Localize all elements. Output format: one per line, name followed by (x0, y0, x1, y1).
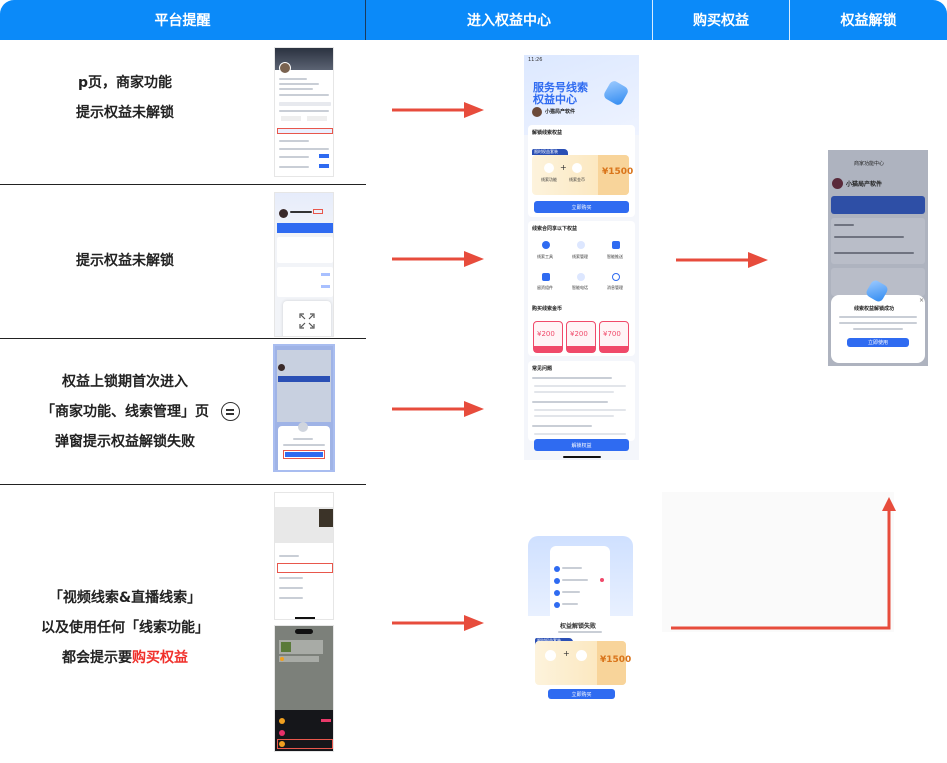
unlock-success-screen: 商家功能中心 小猫局产软件 × 线索权益解锁成功 立即使用 (828, 150, 928, 366)
row4-line3-prefix: 都会提示要 (62, 650, 132, 666)
popup-buy-button[interactable]: 立即购买 (548, 689, 615, 699)
arrow-right-icon (392, 401, 484, 417)
row4-line3: 都会提示要购买权益 (0, 643, 250, 673)
row4-line1: 「视频线索&直播线索」 (48, 590, 202, 606)
bundle-item1: 线索功能 (541, 177, 557, 182)
bundle-item2: 线索金币 (569, 177, 585, 182)
highlight-box (277, 739, 333, 749)
highlight-box (313, 209, 323, 214)
row2-text: 提示权益未解锁 (0, 246, 250, 276)
feature-3: 智能推送 (607, 254, 623, 259)
coupon-1[interactable]: ¥200 (533, 321, 563, 353)
row3-line3: 弹窗提示权益解锁失败 (55, 434, 195, 450)
use-now-button[interactable]: 立即使用 (847, 338, 909, 347)
expand-icon (299, 313, 315, 329)
row4-line2: 以及使用任何「线索功能」 (41, 620, 209, 636)
arrow-up-turn-icon (671, 497, 896, 630)
table-header: 平台提醒 进入权益中心 购买权益 权益解锁 (0, 0, 947, 40)
expand-button[interactable] (283, 301, 331, 336)
feature-4: 留资组件 (537, 285, 553, 290)
section-faq-title: 常见问题 (532, 366, 553, 372)
bundle-tag: 限时权益套装 (534, 149, 558, 154)
row3-line1: 权益上锁期首次进入 (62, 374, 188, 390)
section-unlock-title: 解锁线索权益 (532, 130, 563, 136)
coupon-3[interactable]: ¥700 (599, 321, 629, 353)
section-coins-title: 购买线索金币 (532, 306, 563, 312)
feature-6: 消息管理 (607, 285, 623, 290)
coupon-2[interactable]: ¥200 (566, 321, 596, 353)
row-divider (0, 338, 366, 339)
equals-circle-icon (221, 402, 240, 421)
thumbnail-video-leads (274, 492, 334, 620)
row1-line1: p页，商家功能 (77, 75, 173, 91)
row-divider (0, 184, 366, 185)
popup-bundle-tag: 限时权益套装 (537, 638, 561, 644)
bundle-price: ¥1500 (602, 167, 634, 177)
arrow-right-icon (392, 615, 484, 631)
highlight-box (277, 563, 333, 573)
unlock-account-name: 小猫局产软件 (846, 181, 883, 188)
unlock-modal-title: 线索权益解锁成功 (854, 306, 895, 312)
buy-now-button[interactable]: 立即购买 (534, 201, 629, 213)
arrow-right-icon (392, 251, 484, 267)
feature-5: 智能电话 (572, 285, 588, 290)
highlight-box (283, 450, 325, 459)
row1-text: p页，商家功能 提示权益未解锁 (0, 68, 250, 128)
thumbnail-live-leads (274, 625, 334, 752)
row-divider (0, 484, 366, 485)
popup-header-illustration (528, 536, 633, 616)
section-features-title: 线索合同享以下权益 (532, 226, 578, 232)
feature-1: 线索工具 (537, 254, 553, 259)
header-platform-reminder: 平台提醒 (0, 0, 366, 40)
thumbnail-merchant-page (274, 192, 334, 337)
benefit-title-line2: 权益中心 (533, 93, 577, 106)
account-name: 小猫局产软件 (545, 109, 576, 115)
unlock-nav-title: 商家功能中心 (854, 161, 885, 167)
header-buy-benefit: 购买权益 (653, 0, 790, 40)
row3-line2: 「商家功能、线索管理」页 (41, 404, 209, 420)
row3-text: 权益上锁期首次进入 「商家功能、线索管理」页 弹窗提示权益解锁失败 (0, 367, 250, 457)
benefit-center-screen: 11:26 服务号线索 权益中心 小猫局产软件 解锁线索权益 限时权益套装 ¥1… (524, 55, 639, 460)
highlight-box (277, 128, 333, 134)
unlock-success-modal: × 线索权益解锁成功 立即使用 (831, 295, 925, 363)
thumbnail-profile-page (274, 47, 334, 177)
row1-line2: 提示权益未解锁 (76, 105, 174, 121)
arrow-right-icon (676, 252, 768, 268)
status-time: 11:26 (528, 57, 543, 63)
popup-price: ¥1500 (600, 655, 632, 665)
row4-text: 「视频线索&直播线索」 以及使用任何「线索功能」 都会提示要购买权益 (0, 583, 250, 673)
row4-line3-highlight: 购买权益 (132, 650, 188, 666)
close-icon[interactable]: × (919, 297, 925, 304)
header-benefit-unlock: 权益解锁 (840, 13, 897, 29)
row2-line1: 提示权益未解锁 (76, 253, 174, 269)
thumbnail-unlock-failed-popup (273, 344, 335, 472)
unlock-benefit-button[interactable]: 解锁权益 (534, 439, 629, 451)
header-enter-benefit-center: 进入权益中心 (366, 0, 653, 40)
popup-title: 权益解锁失败 (560, 623, 597, 630)
arrow-right-icon (392, 102, 484, 118)
feature-2: 线索管理 (572, 254, 588, 259)
placeholder-area (662, 492, 894, 632)
benefit-title-line1: 服务号线索 (533, 81, 588, 94)
